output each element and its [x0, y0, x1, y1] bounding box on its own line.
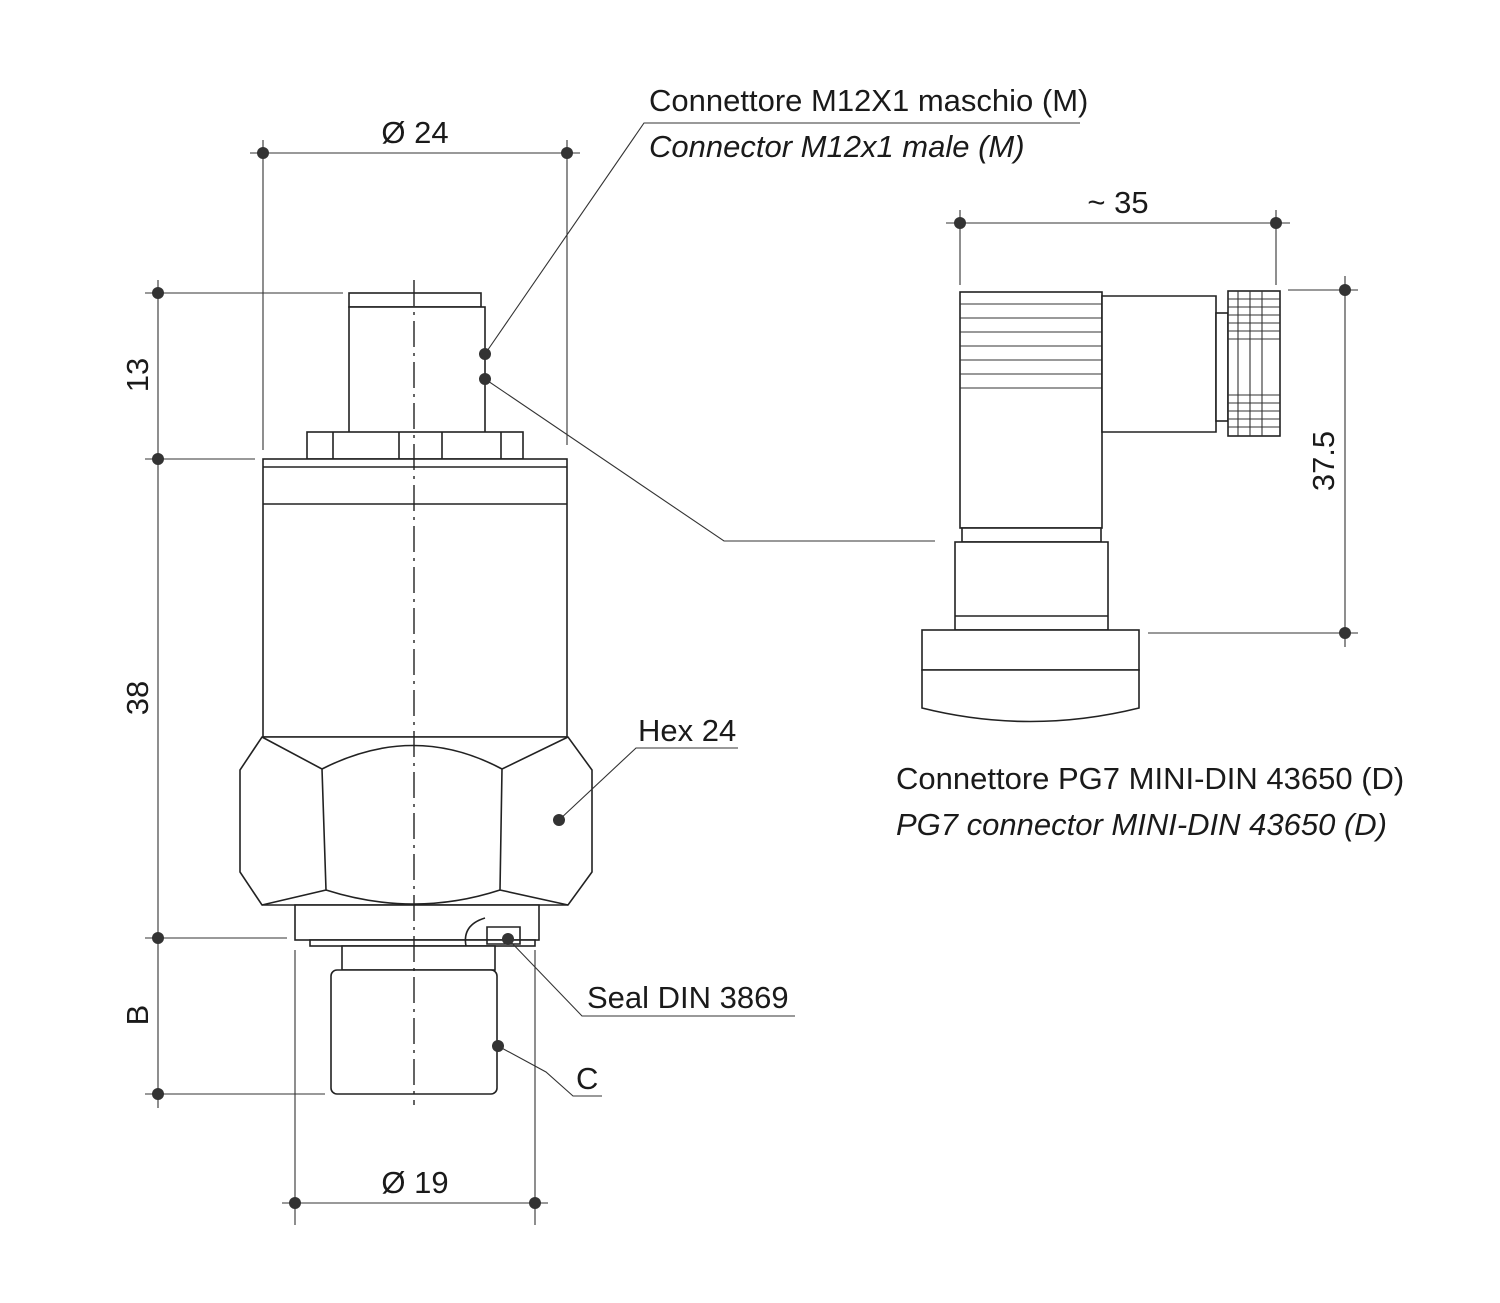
- sensor-body: [262, 458, 568, 738]
- dim-connector-height: 13: [120, 358, 155, 392]
- thread-neck: [341, 945, 496, 971]
- connector-nut: [306, 431, 524, 460]
- plug-base: [921, 629, 1140, 671]
- plug-housing: [959, 291, 1103, 529]
- m12-connector-label-en: Connector M12x1 male (M): [649, 129, 1025, 164]
- seal-ring: [309, 939, 536, 947]
- seal-label: Seal DIN 3869: [587, 980, 789, 1015]
- hex-label: Hex 24: [638, 713, 736, 748]
- pg7-connector-view: [921, 290, 1281, 723]
- dim-plug-height: 37.5: [1306, 431, 1341, 491]
- plug-arm: [1101, 295, 1217, 433]
- dim-body-height: 38: [120, 681, 155, 715]
- thread-label: C: [576, 1061, 598, 1096]
- left-dimensions: [145, 140, 580, 1225]
- dim-thread-length: B: [120, 1005, 155, 1026]
- dim-bottom-diameter: Ø 19: [381, 1165, 448, 1200]
- dim-top-diameter: Ø 24: [381, 115, 448, 150]
- pg7-gland: [1227, 290, 1281, 437]
- flange: [294, 904, 540, 941]
- m12-connector-label-it: Connettore M12X1 maschio (M): [649, 83, 1088, 118]
- m12-connector-body: [348, 306, 486, 434]
- right-dimensions: [946, 210, 1358, 647]
- pg7-connector-label-it: Connettore PG7 MINI-DIN 43650 (D): [896, 761, 1404, 796]
- pressure-sensor-side-view: [239, 280, 593, 1105]
- pg7-connector-label-en: PG7 connector MINI-DIN 43650 (D): [896, 807, 1387, 842]
- dim-plug-width: ~ 35: [1087, 185, 1148, 220]
- hex-nut: [239, 736, 593, 906]
- m12-connector-cap: [348, 292, 482, 308]
- leader-lines: [479, 122, 1080, 1097]
